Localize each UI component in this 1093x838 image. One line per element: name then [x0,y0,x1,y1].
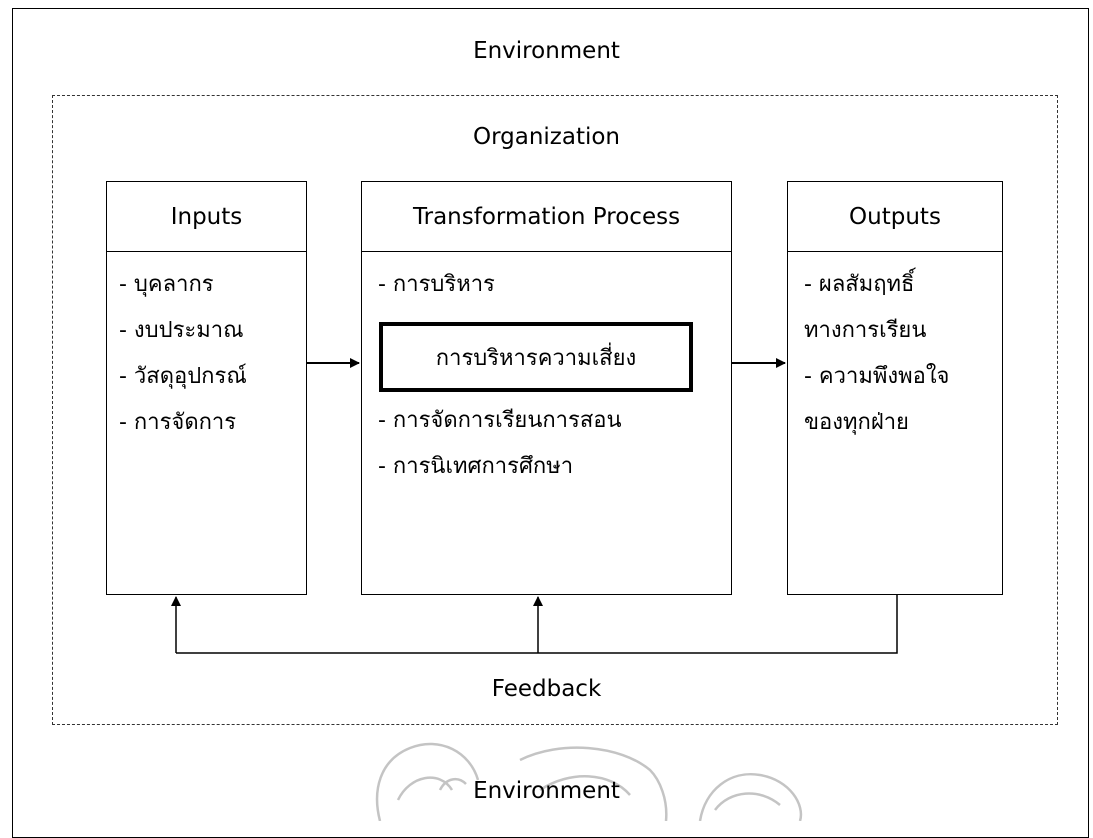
environment-label-bottom: Environment [473,778,620,804]
feedback-line [176,595,898,654]
outputs-box: Outputs - ผลสัมฤทธิ์ ทางการเรียน - ความพ… [787,181,1003,595]
inputs-item: - วัสดุอุปกรณ์ [119,364,247,389]
connector-lines [171,358,898,654]
outputs-item: - ผลสัมฤทธิ์ [804,272,915,297]
outputs-item: ของทุกฝ่าย [804,410,909,435]
inputs-item: - งบประมาณ [119,318,244,343]
process-item: - การจัดการเรียนการสอน [378,408,622,433]
process-item: - การนิเทศการศึกษา [378,454,574,479]
organization-frame [52,95,1058,725]
process-title: Transformation Process [362,182,731,252]
outputs-item: - ความพึงพอใจ [804,364,950,389]
feedback-label: Feedback [491,676,602,702]
process-box: Transformation Process - การบริหาร การบร… [361,181,732,595]
inputs-item: - บุคลากร [119,272,214,297]
process-item-top: - การบริหาร [378,272,495,297]
inputs-list: - บุคลากร - งบประมาณ - วัสดุอุปกรณ์ - กา… [107,252,306,446]
risk-management-box: การบริหารความเสี่ยง [379,322,693,392]
process-list-bottom: - การจัดการเรียนการสอน - การนิเทศการศึกษ… [362,392,731,490]
outputs-title: Outputs [788,182,1002,252]
outputs-list: - ผลสัมฤทธิ์ ทางการเรียน - ความพึงพอใจ ข… [788,252,1002,446]
organization-label: Organization [472,124,621,150]
watermark-seal [375,742,803,821]
inputs-title: Inputs [107,182,306,252]
outputs-item: ทางการเรียน [804,318,927,343]
environment-label-top: Environment [473,38,620,64]
inputs-box: Inputs - บุคลากร - งบประมาณ - วัสดุอุปกร… [106,181,307,595]
inputs-item: - การจัดการ [119,410,237,435]
